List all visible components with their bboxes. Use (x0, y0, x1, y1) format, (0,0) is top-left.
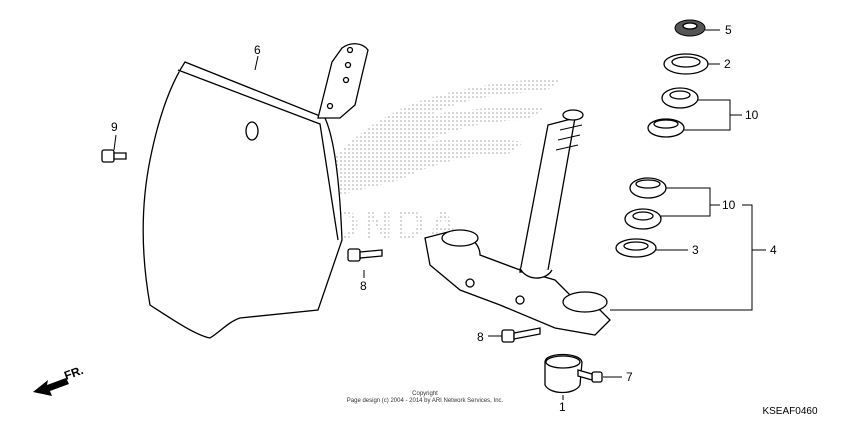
callout-8-lower: 8 (477, 330, 484, 344)
nut-part-5 (674, 19, 706, 37)
callout-9: 9 (111, 120, 118, 134)
bolt-part-8-upper (347, 248, 383, 262)
clamp-part-1 (544, 353, 583, 394)
bolt-part-7 (577, 369, 603, 383)
diagram-code: KSEAF0460 (762, 406, 817, 417)
callout-3: 3 (692, 243, 699, 257)
callout-5: 5 (725, 23, 732, 37)
direction-label: FR. (62, 363, 85, 383)
bolt-part-9 (101, 149, 127, 163)
bolt-part-8-lower (501, 327, 541, 343)
callout-7: 7 (626, 370, 633, 384)
callout-8-upper: 8 (360, 279, 367, 293)
bearing-upper-part-10 (647, 87, 699, 138)
callout-2: 2 (724, 57, 731, 71)
number-plate-part (142, 43, 369, 339)
callout-4: 4 (770, 243, 777, 257)
dust-seal-part-2 (663, 53, 709, 75)
copyright-line-2: Page design (c) 2004 - 2014 by ARI Netwo… (347, 398, 504, 404)
callout-10-lower: 10 (722, 198, 736, 212)
leader-lines (113, 29, 766, 400)
front-direction-arrow: FR. (33, 363, 85, 396)
callout-1: 1 (559, 400, 566, 414)
steering-stem-part (424, 109, 611, 336)
callout-10-upper: 10 (745, 108, 759, 122)
callout-6: 6 (254, 43, 261, 57)
dust-seal-part-3 (615, 238, 657, 258)
bearing-lower-part-10 (624, 177, 667, 230)
copyright-line-1: Copyright (412, 391, 438, 397)
